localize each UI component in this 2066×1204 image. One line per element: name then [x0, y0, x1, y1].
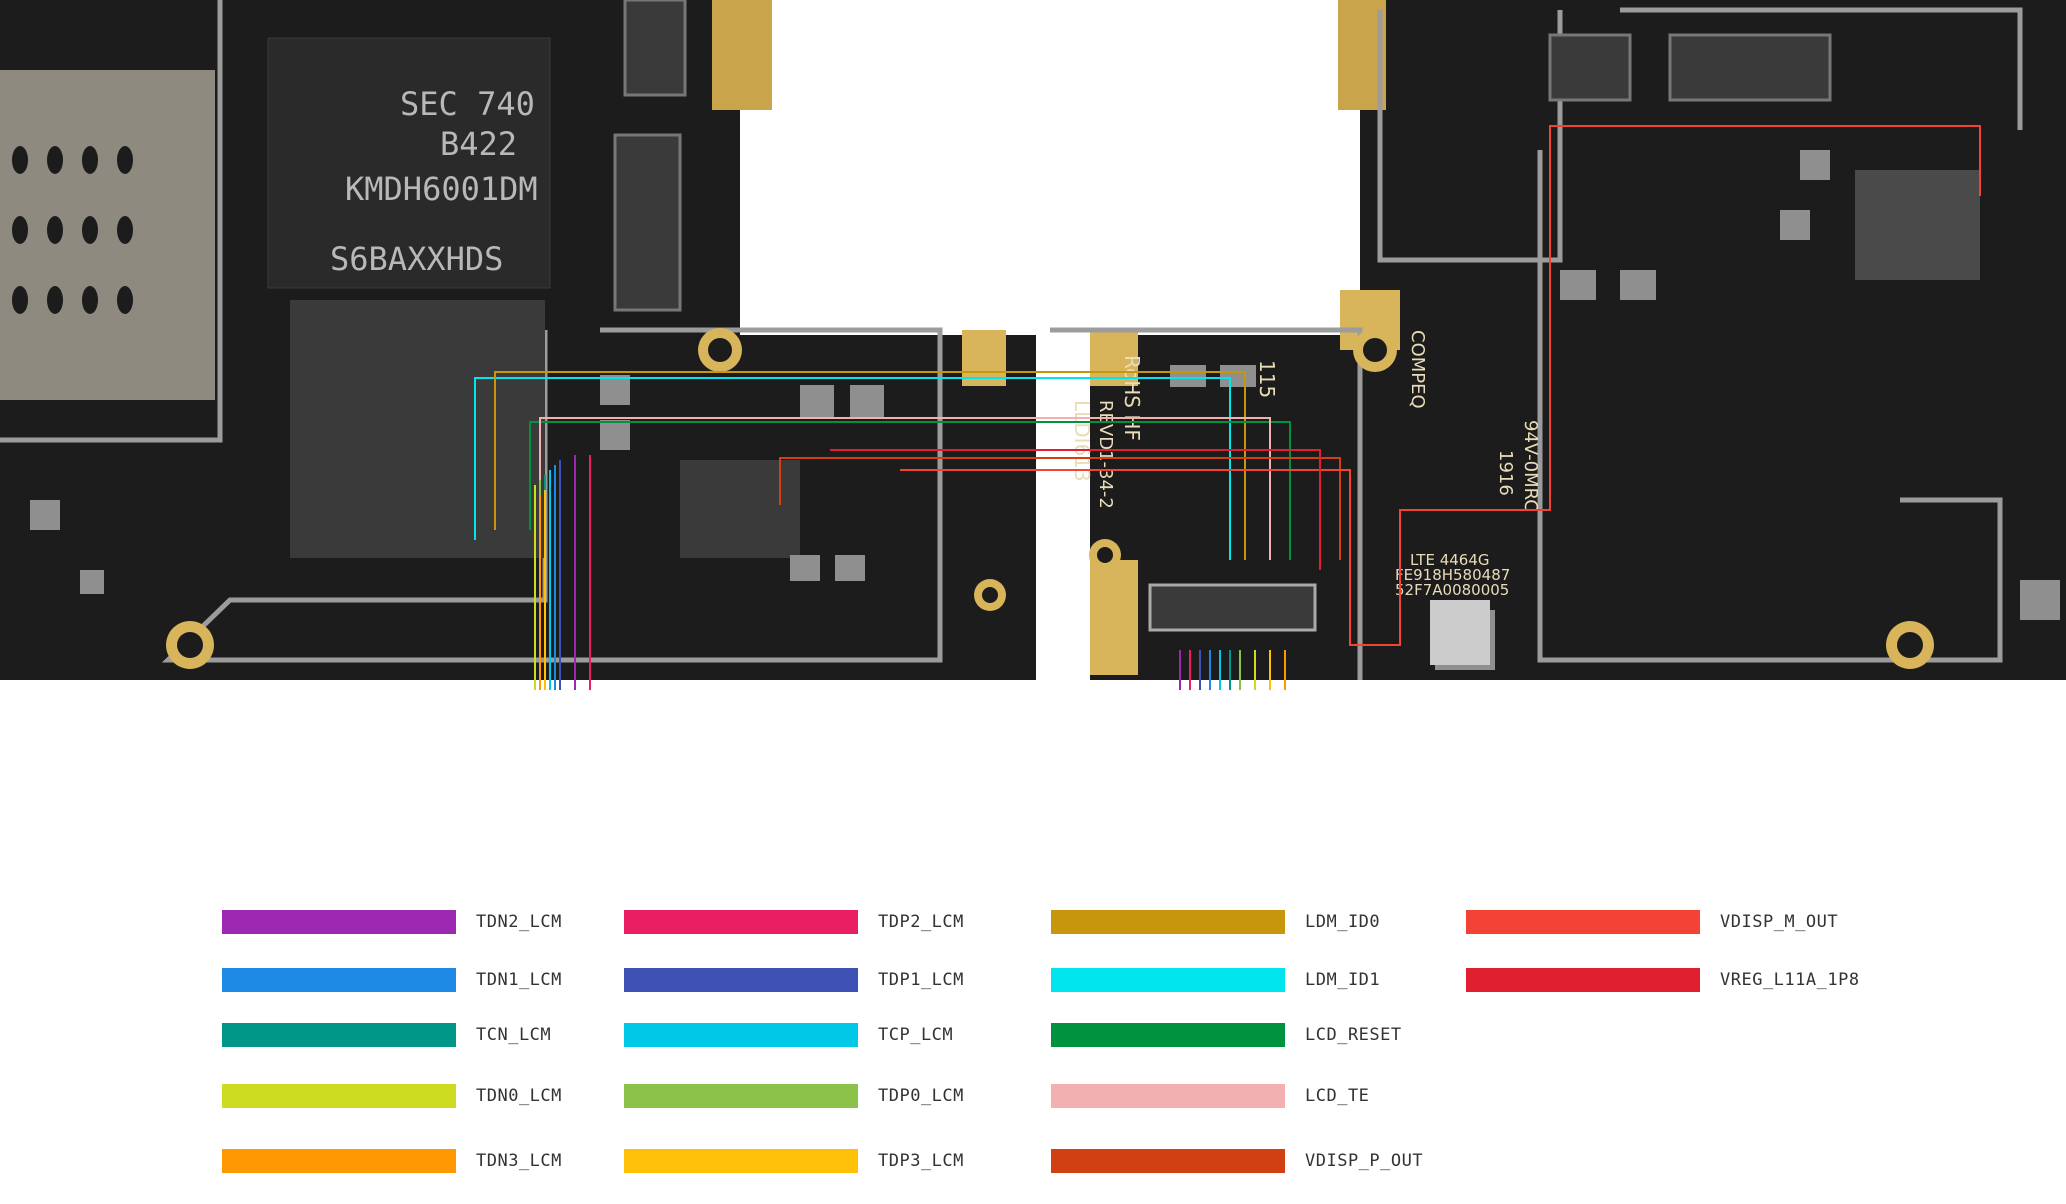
cpu-bga-area: [290, 300, 545, 558]
legend-swatch: [222, 1149, 456, 1173]
silkscreen-label: 1916: [1495, 450, 1516, 496]
sim-tray-holes: [12, 146, 133, 314]
legend-label: LCD_RESET: [1305, 1025, 1402, 1045]
silkscreen-label: REVD1-34-2: [1095, 400, 1116, 509]
legend-swatch: [624, 1084, 858, 1108]
legend-swatch: [624, 910, 858, 934]
silkscreen-label: LLDI613: [1070, 400, 1094, 482]
shield-outline: [0, 0, 2023, 680]
board-connector: [1548, 33, 1632, 102]
legend-label: TCP_LCM: [878, 1025, 954, 1045]
chip-marking-line: B422: [440, 125, 517, 163]
legend-label: LDM_ID0: [1305, 912, 1381, 932]
legend-swatch: [624, 968, 858, 992]
gold-frame: [1090, 560, 1138, 675]
silkscreen-label: LTE 4464G: [1410, 551, 1490, 569]
legend-swatch: [1051, 968, 1285, 992]
legend-swatch: [1466, 910, 1700, 934]
legend-swatch: [1466, 968, 1700, 992]
gold-rail: [712, 0, 772, 110]
legend-swatch: [1051, 1149, 1285, 1173]
silkscreen-label: FE918H580487: [1395, 566, 1510, 584]
sim-tray: [0, 70, 215, 400]
legend-label: LCD_TE: [1305, 1086, 1370, 1106]
signal-traces: [474, 125, 1981, 690]
legend-swatch: [624, 1149, 858, 1173]
legend-swatch: [222, 1023, 456, 1047]
silkscreen-label: 115: [1255, 360, 1279, 398]
pcb-board-diagram: SEC 740 B422 KMDH6001DM S6BAXXHDS RoHS H…: [0, 0, 2066, 690]
silkscreen-label: RoHS HF: [1120, 355, 1144, 441]
chip-marking-line: KMDH6001DM: [345, 170, 538, 208]
legend-label: TDP1_LCM: [878, 970, 964, 990]
memory-chip: [267, 37, 551, 289]
legend-swatch: [1051, 1084, 1285, 1108]
gold-frame: [962, 330, 1006, 386]
legend-label: TCN_LCM: [476, 1025, 552, 1045]
legend-swatch: [1051, 1023, 1285, 1047]
legend-label: TDP3_LCM: [878, 1151, 964, 1171]
rf-chip: [1855, 170, 1980, 280]
board-connector: [1668, 33, 1832, 102]
legend-label: TDP0_LCM: [878, 1086, 964, 1106]
board-connector: [623, 0, 687, 97]
chip-marking-line: SEC 740: [400, 85, 535, 123]
gold-frame: [1090, 330, 1138, 386]
legend-swatch: [222, 968, 456, 992]
legend-label: VDISP_M_OUT: [1720, 912, 1839, 932]
legend-label: LDM_ID1: [1305, 970, 1381, 990]
legend-label: TDN2_LCM: [476, 912, 562, 932]
legend-label: VREG_L11A_1P8: [1720, 970, 1860, 990]
display-connector: [1148, 583, 1317, 632]
pmic-bga-area: [680, 460, 800, 558]
right-board-section: [1090, 0, 2066, 680]
legend-swatch: [222, 910, 456, 934]
legend-swatch: [1051, 910, 1285, 934]
legend-label: VDISP_P_OUT: [1305, 1151, 1424, 1171]
legend-label: TDN0_LCM: [476, 1086, 562, 1106]
silkscreen-label: 94V-0MRC: [1520, 420, 1541, 512]
legend-label: TDN3_LCM: [476, 1151, 562, 1171]
chip-marking-line: S6BAXXHDS: [330, 240, 503, 278]
legend-swatch: [624, 1023, 858, 1047]
qr-code: [1430, 600, 1490, 665]
legend-label: TDN1_LCM: [476, 970, 562, 990]
board-connector: [613, 133, 682, 312]
legend-label: TDP2_LCM: [878, 912, 964, 932]
silkscreen-label: COMPEQ: [1407, 330, 1428, 409]
legend-swatch: [222, 1084, 456, 1108]
silkscreen-label: 52F7A0080005: [1395, 581, 1509, 599]
